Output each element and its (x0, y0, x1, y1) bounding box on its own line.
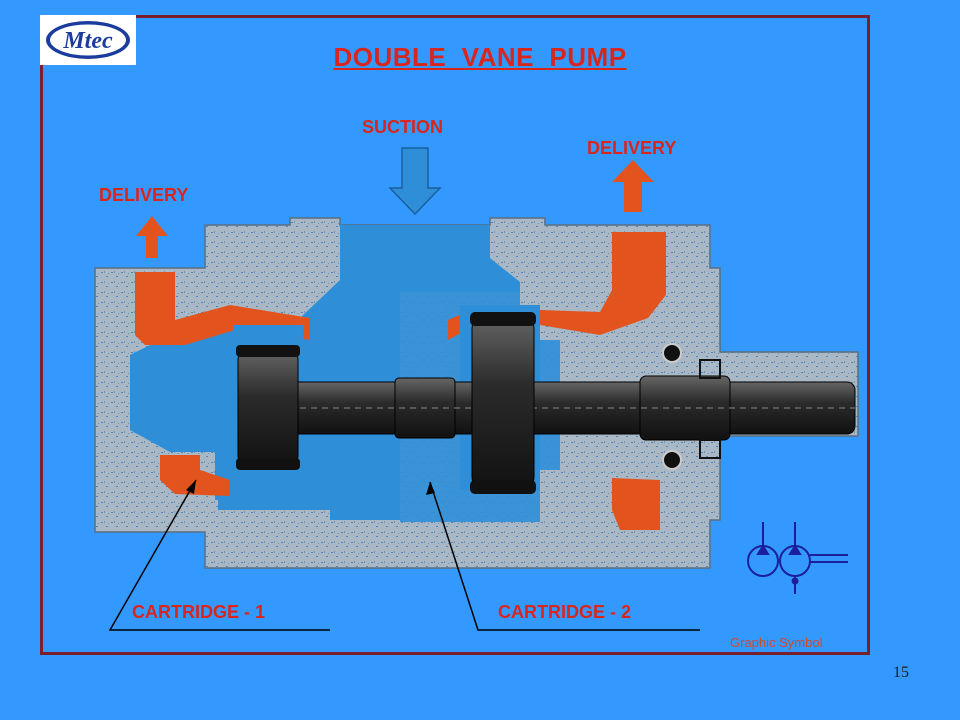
bearing-top (662, 343, 682, 363)
suction-passage (130, 225, 520, 520)
cartridge-1-leader (108, 479, 330, 631)
delivery-left-arrow (136, 216, 168, 258)
cartridge-2-label: CARTRIDGE - 2 (498, 602, 632, 622)
cartridge-1-label: CARTRIDGE - 1 (132, 602, 266, 622)
cartridge-1-base (218, 470, 330, 510)
suction-arrow (388, 147, 442, 216)
graphic-symbol (747, 522, 848, 594)
delivery-right-label: DELIVERY (587, 138, 677, 158)
bearing-bottom (662, 450, 682, 470)
slide-number: 15 (893, 664, 909, 681)
cartridge-2-rotor (471, 314, 535, 492)
graphic-symbol-caption: Graphic Symbol (730, 635, 823, 650)
slide-frame (40, 15, 870, 655)
suction-label: SUCTION (362, 117, 443, 137)
delivery-right-lower (612, 478, 660, 530)
cartridge-2-leader (429, 481, 700, 631)
cartridge-1-rotor (237, 349, 299, 467)
delivery-left-label: DELIVERY (99, 185, 189, 205)
delivery-left-lower (160, 455, 230, 496)
mtec-logo: Mtec (40, 15, 136, 65)
logo-text: Mtec (62, 28, 113, 54)
diagram-title: DOUBLE VANE PUMP (333, 42, 627, 72)
delivery-right-arrow (612, 160, 654, 212)
